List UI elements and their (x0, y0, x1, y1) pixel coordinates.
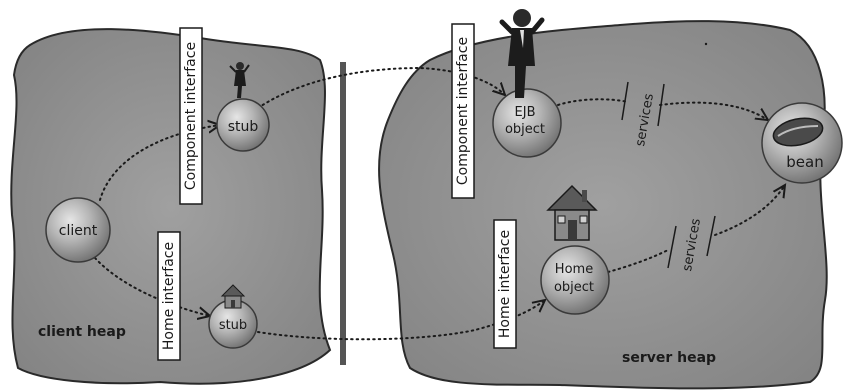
path-stub-to-home-object (257, 300, 545, 341)
call-paths (94, 66, 785, 341)
component-interface-client-label: Component interface (183, 42, 199, 190)
home-interface-client-box: Home interface (157, 231, 181, 361)
server-heap-region (378, 20, 828, 390)
businessman-icon (499, 9, 545, 98)
speck-mark (704, 42, 708, 46)
client-label: client (59, 223, 98, 239)
component-stub-label: stub (228, 119, 259, 135)
ejb-object-label-line1: EJB (515, 105, 536, 120)
service-barrier-top-1 (621, 81, 629, 121)
home-object-label-line2: object (554, 280, 594, 295)
home-interface-server-label: Home interface (497, 230, 513, 338)
service-barrier-top-2 (657, 83, 665, 127)
client-heap-label: client heap (38, 324, 126, 340)
service-barrier-bottom-1 (667, 225, 677, 269)
component-interface-server-box: Component interface (451, 23, 475, 199)
coffee-bean-icon (772, 117, 824, 147)
path-services-to-bean (659, 101, 768, 120)
server-heap-label: server heap (622, 350, 716, 366)
client-sphere (45, 197, 111, 263)
ejb-object-label-line2: object (505, 122, 545, 137)
house-icon (220, 284, 246, 309)
home-interface-server-box: Home interface (493, 219, 517, 349)
house-icon (546, 184, 598, 241)
path-stub-to-ejb-object (257, 66, 505, 109)
component-stub-sphere (216, 98, 270, 152)
home-object-sphere (540, 245, 610, 315)
path-ejb-object-to-services (557, 98, 629, 106)
network-divider (340, 62, 346, 365)
path-services-to-bean-lower (714, 185, 785, 236)
component-interface-client-box: Component interface (179, 27, 203, 205)
ejb-object-sphere (492, 88, 562, 158)
home-interface-client-label: Home interface (161, 242, 177, 350)
home-object-label-line1: Home (555, 262, 593, 277)
service-barriers (621, 81, 716, 269)
home-stub-label: stub (219, 318, 247, 333)
path-client-to-home-stub (94, 257, 210, 316)
businessman-icon (229, 62, 250, 98)
path-home-object-to-services (607, 249, 669, 273)
bean-label: bean (786, 153, 823, 171)
service-barrier-bottom-2 (706, 215, 716, 257)
component-interface-server-label: Component interface (455, 37, 471, 185)
